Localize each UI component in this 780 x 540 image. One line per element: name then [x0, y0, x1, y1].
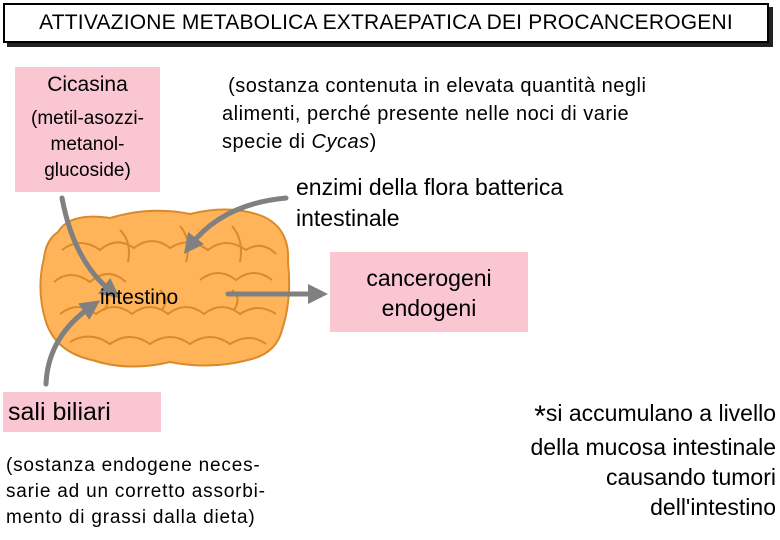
enzimi-line1: enzimi della flora batterica [296, 174, 564, 200]
sali-desc-line2: sarie ad un corretto assorbi- [6, 481, 266, 502]
arrows [43, 195, 328, 387]
sali-biliari-description: (sostanza endogene neces- sarie ad un co… [6, 453, 346, 531]
accumulo-line3: causando tumori [605, 464, 776, 490]
arrow-salibiliari-to-intestine [43, 300, 101, 387]
cicasina-name: Cicasina [47, 73, 128, 96]
cicasina-desc-line1: (sostanza contenuta in elevata quantità … [228, 75, 647, 97]
cancerogeni-text: cancerogeni endogeni [330, 263, 528, 323]
accumulo-line4: dell'intestino [650, 494, 776, 520]
accumulo-line1: si accumulano a livello [545, 400, 776, 426]
slide-title-text: ATTIVAZIONE METABOLICA EXTRAEPATICA DEI … [39, 11, 733, 34]
enzimi-text: enzimi della flora batterica intestinale [296, 172, 756, 234]
accumulo-text: *si accumulano a livello della mucosa in… [376, 398, 776, 522]
sali-desc-line1: (sostanza endogene neces- [6, 455, 261, 476]
slide-title: ATTIVAZIONE METABOLICA EXTRAEPATICA DEI … [3, 3, 769, 43]
cicasina-desc-line3: specie di Cycas) [222, 131, 377, 153]
cicasina-description: (sostanza contenuta in elevata quantità … [222, 72, 762, 156]
arrow-cicasina-to-intestine [59, 195, 120, 299]
cycas-italic: Cycas [311, 131, 370, 153]
cicasina-desc-line2: alimenti, perché presente nelle noci di … [222, 103, 630, 125]
cicasina-chem-line3: glucoside) [44, 160, 131, 181]
arrow-enzimi-to-intestine [183, 195, 289, 254]
asterisk-icon: * [534, 400, 546, 433]
cicasina-chem-line2: metanol- [50, 134, 125, 155]
cancerogeni-line1: cancerogeni [366, 265, 492, 291]
sali-desc-line3: mento di grassi dalla dieta) [6, 507, 256, 528]
sali-biliari-label: sali biliari [8, 398, 111, 426]
sali-biliari-box [3, 392, 161, 432]
cancerogeni-box [330, 252, 528, 332]
cicasina-box [15, 67, 160, 192]
accumulo-line2: della mucosa intestinale [530, 434, 776, 460]
cicasina-chem-line1: (metil-asozzi- [31, 108, 144, 129]
enzimi-line2: intestinale [296, 205, 400, 231]
intestino-label: intestino [100, 286, 179, 309]
cancerogeni-line2: endogeni [381, 295, 477, 321]
cicasina-chemical-name: (metil-asozzi- metanol- glucoside) [15, 106, 160, 184]
